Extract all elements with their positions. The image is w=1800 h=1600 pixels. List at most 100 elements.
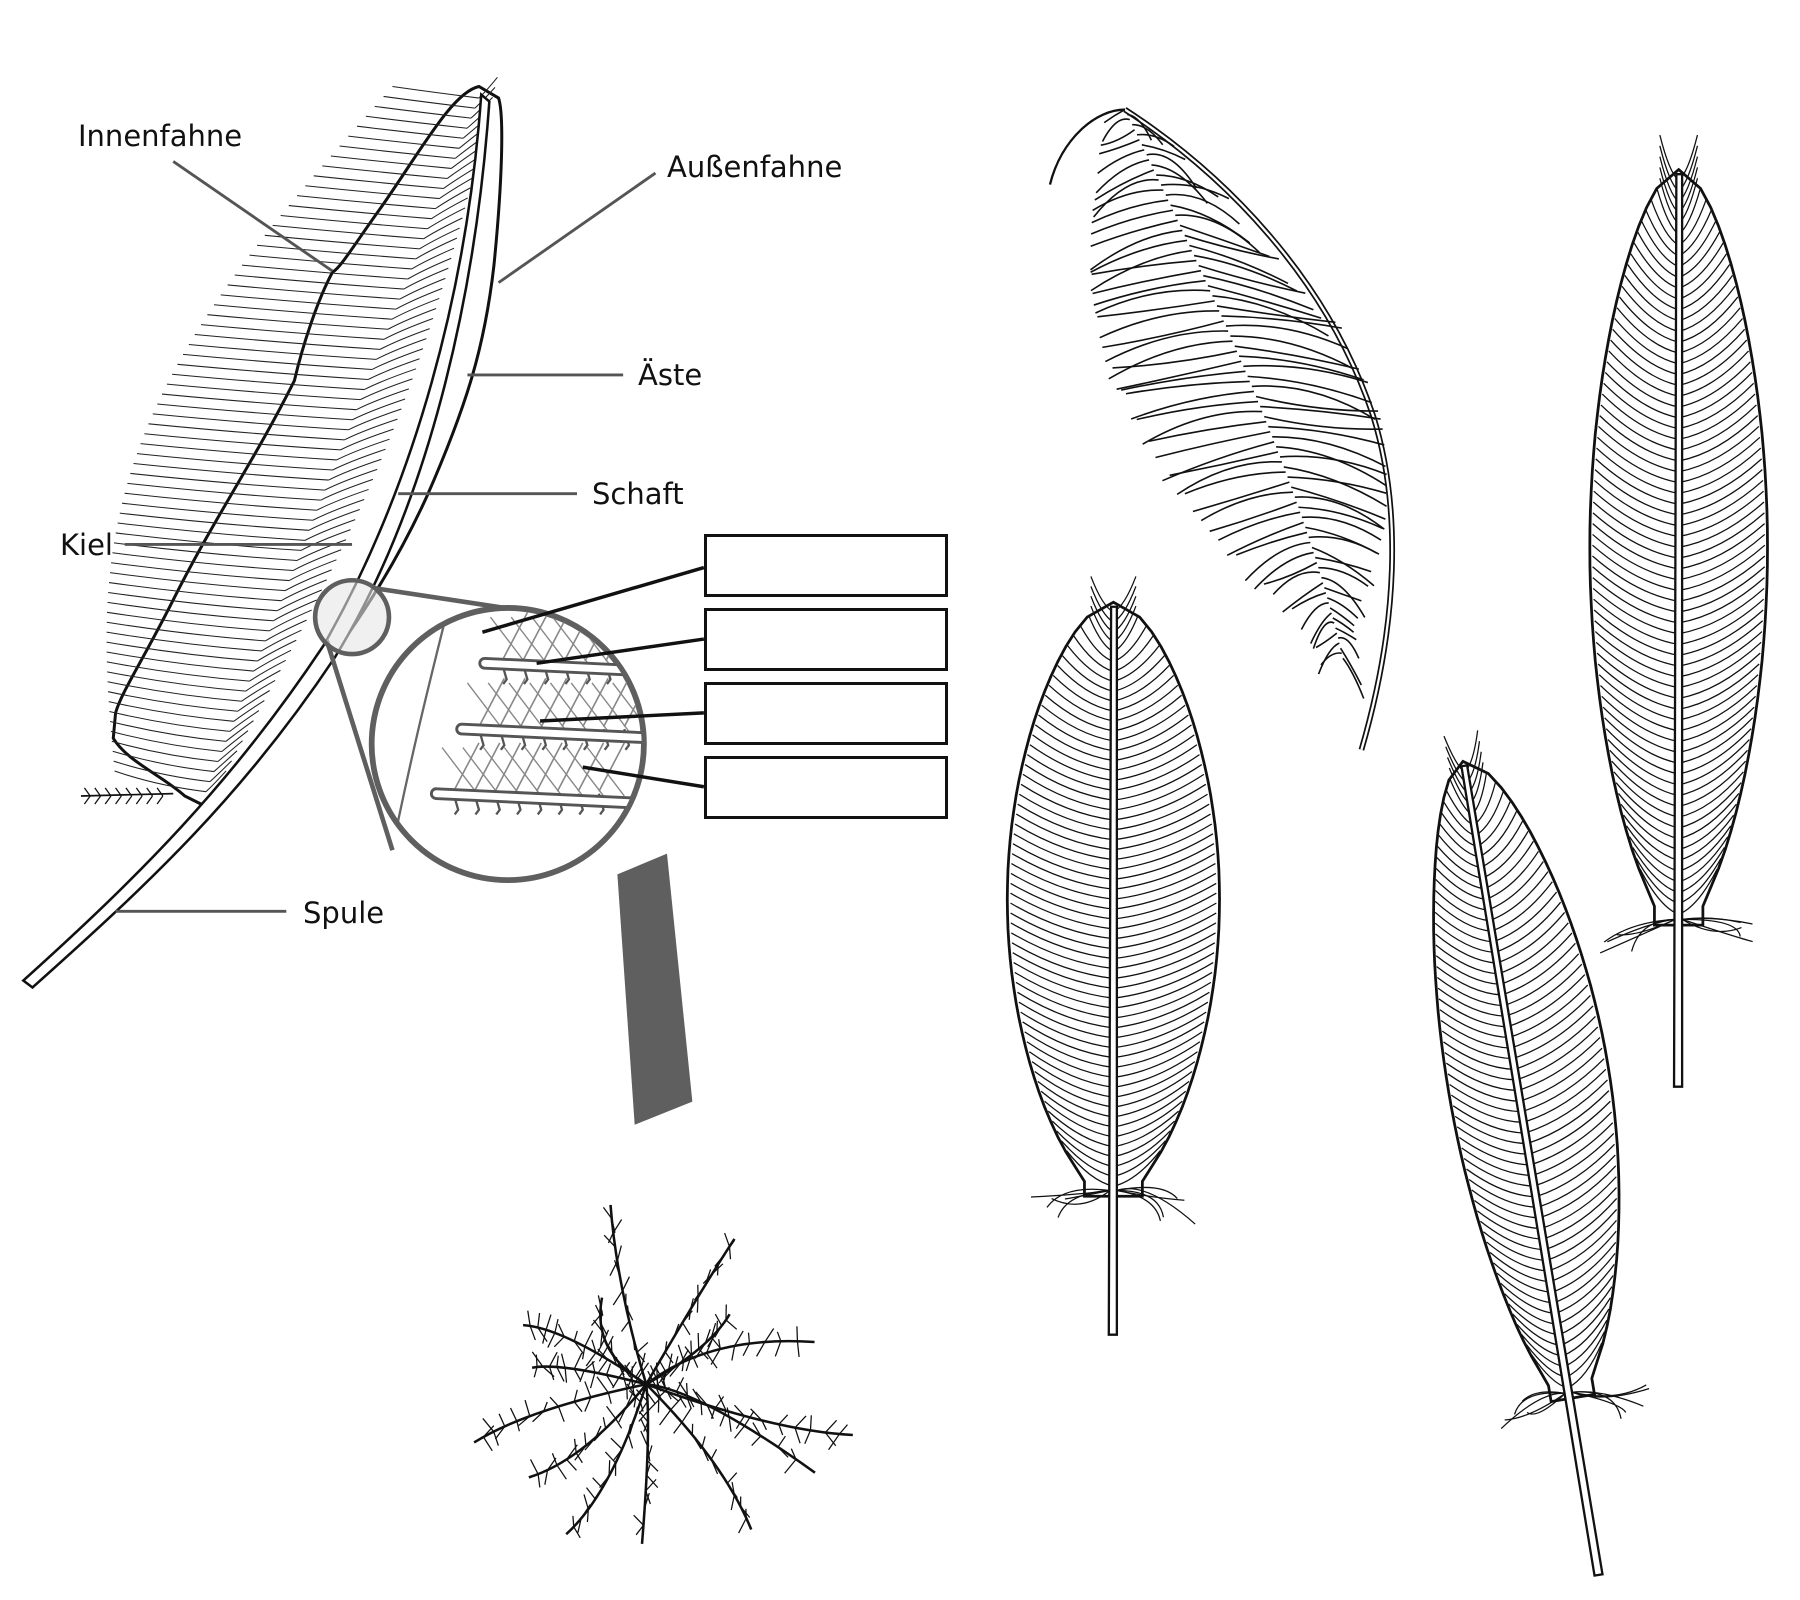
barb (364, 368, 417, 391)
barb (1456, 1126, 1529, 1155)
barb (1678, 372, 1753, 419)
barb (1678, 771, 1744, 818)
barb (1113, 1001, 1209, 1039)
barb (1593, 609, 1679, 656)
barb (1627, 264, 1679, 311)
barb (106, 641, 258, 662)
barb (392, 86, 480, 99)
barb (1113, 684, 1179, 722)
barb (356, 388, 410, 411)
barb (1604, 717, 1679, 764)
barb (220, 294, 396, 310)
barb (1678, 674, 1759, 721)
barb (1544, 1198, 1618, 1251)
barb (106, 651, 254, 672)
barb (1595, 458, 1679, 505)
barb (1594, 620, 1679, 667)
barb (1113, 803, 1210, 841)
barb (352, 398, 406, 421)
barb (1601, 695, 1679, 743)
answer-box-2[interactable] (704, 608, 948, 671)
barb (1447, 1073, 1520, 1102)
barb (1113, 872, 1217, 910)
barb (241, 679, 276, 702)
barb (1602, 706, 1679, 754)
answer-box-1[interactable] (704, 534, 948, 597)
barb (1678, 361, 1751, 408)
barb (1494, 901, 1562, 954)
barb (109, 711, 230, 732)
barb (1113, 1100, 1183, 1138)
barb (322, 165, 448, 179)
barb (1040, 1090, 1114, 1128)
barb (332, 448, 386, 471)
barb (1678, 706, 1755, 754)
barb (1010, 902, 1114, 940)
barb (1113, 1041, 1201, 1079)
barb (1458, 1137, 1531, 1166)
rachis (1107, 605, 1119, 1336)
barb (1434, 900, 1492, 932)
barb (379, 328, 430, 350)
barb (1047, 1110, 1114, 1148)
barb (1678, 274, 1734, 322)
barb (1113, 1011, 1207, 1049)
barb (1678, 598, 1765, 646)
barb (1678, 404, 1757, 451)
barb (1496, 912, 1566, 964)
rachis (1460, 764, 1604, 1577)
barb (200, 324, 385, 340)
barb (1113, 922, 1217, 960)
barb (1435, 933, 1497, 964)
barb (1113, 1021, 1205, 1059)
barb (1678, 501, 1765, 548)
barb (166, 383, 361, 401)
barb (1610, 339, 1679, 387)
answer-box-4[interactable] (704, 756, 948, 819)
barb (194, 334, 381, 350)
barb (1516, 1026, 1599, 1081)
barb (1532, 1122, 1614, 1177)
barb (1553, 1252, 1616, 1304)
barb (1501, 942, 1576, 996)
barb (1031, 1061, 1114, 1098)
barb (1540, 1176, 1617, 1230)
barb (1507, 974, 1586, 1028)
barb (312, 499, 365, 521)
barb (1630, 253, 1679, 300)
barb (1555, 1263, 1615, 1315)
barb (1113, 1061, 1196, 1098)
barb (1038, 714, 1114, 752)
barb (1612, 328, 1679, 376)
barb (1015, 981, 1114, 1019)
barb (1113, 991, 1210, 1029)
barb (1562, 1308, 1610, 1357)
label-kiel: Kiel (60, 528, 113, 562)
barb (1113, 783, 1207, 821)
barb (1113, 853, 1216, 890)
barb (1620, 803, 1679, 851)
barb (1010, 882, 1114, 920)
barb (1492, 891, 1558, 943)
label-leader-lines (115, 160, 657, 913)
barb (1678, 544, 1766, 592)
barb (1592, 512, 1679, 559)
barb (1678, 469, 1763, 516)
barb (106, 621, 266, 642)
answer-box-3[interactable] (704, 682, 948, 745)
barb (383, 95, 476, 109)
barb (127, 482, 321, 501)
barb (375, 338, 427, 360)
barb (1113, 952, 1215, 990)
barb (1468, 1179, 1538, 1208)
barb (1592, 566, 1679, 613)
barb (140, 443, 337, 461)
barb (109, 572, 286, 592)
barb (280, 579, 327, 602)
barb (1020, 783, 1114, 821)
barb (1014, 823, 1114, 861)
barb (1530, 1111, 1613, 1166)
barb (1606, 361, 1679, 408)
barb (1032, 734, 1114, 772)
barb (1678, 587, 1765, 635)
